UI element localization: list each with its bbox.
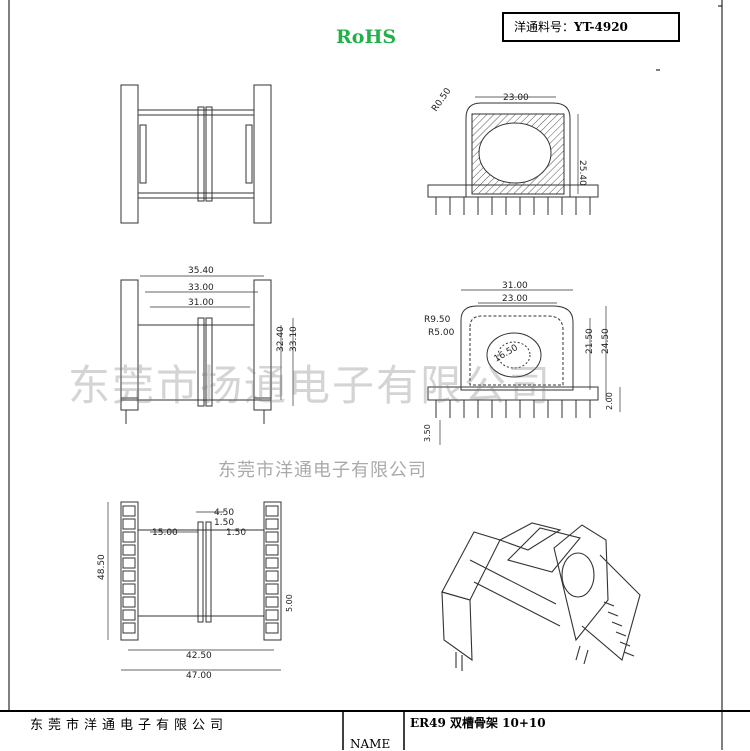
product-title: ER49 双槽骨架 10+10 bbox=[410, 716, 546, 730]
pin-column-right bbox=[265, 505, 279, 634]
part-number-label: 洋通料号： bbox=[514, 20, 575, 34]
pin-row bbox=[435, 197, 591, 215]
view-pins-bottom-left bbox=[107, 501, 282, 671]
dim-21-50: 21.50 bbox=[585, 328, 595, 354]
pin-column-left bbox=[122, 505, 136, 634]
view-front-top-right bbox=[427, 96, 599, 215]
view-side-top-left bbox=[120, 84, 272, 224]
dim-1-50: 1.50 bbox=[226, 528, 246, 538]
part-number-box: 洋通料号：YT-4920 bbox=[502, 12, 680, 42]
dim-r9-50: R9.50 bbox=[424, 315, 451, 325]
dim-31-00: 31.00 bbox=[188, 298, 214, 308]
dim-5-00: 5.00 bbox=[285, 594, 294, 612]
dim-4-50: 4.50 bbox=[214, 508, 234, 518]
dim-47-00: 47.00 bbox=[186, 671, 212, 681]
dim-32-40: 32.40 bbox=[276, 326, 286, 352]
rohs-mark: RoHS bbox=[336, 26, 397, 48]
dim-3-50: 3.50 bbox=[423, 424, 432, 442]
view-front-middle-right bbox=[427, 289, 621, 445]
dim-25-40: 25.40 bbox=[577, 160, 587, 186]
pin-row bbox=[435, 400, 591, 418]
dim-1-50-top: 1.50 bbox=[214, 518, 234, 528]
dim-24-50: 24.50 bbox=[601, 328, 611, 354]
title-block bbox=[0, 710, 750, 750]
dim-33-10: 33.10 bbox=[289, 326, 299, 352]
dim-r050: R0.50 bbox=[430, 86, 453, 113]
dim-35-40: 35.40 bbox=[188, 266, 214, 276]
dim-23-00-r: 23.00 bbox=[502, 294, 528, 304]
watermark-large: 东莞市扬通电子有限公司 bbox=[68, 361, 553, 410]
name-label: NAME bbox=[350, 737, 391, 751]
dim-15-00: 15.00 bbox=[152, 528, 178, 538]
dim-31-00-r: 31.00 bbox=[502, 281, 528, 291]
pin-row bbox=[575, 601, 635, 665]
view-isometric bbox=[441, 522, 641, 671]
view-side-middle-left bbox=[120, 275, 294, 424]
part-number: YT-4920 bbox=[574, 20, 628, 34]
dim-2-00: 2.00 bbox=[605, 392, 614, 410]
dim-r5-00: R5.00 bbox=[428, 328, 455, 338]
dim-33-00: 33.00 bbox=[188, 283, 214, 293]
watermark-small: 东莞市洋通电子有限公司 bbox=[218, 460, 427, 481]
dim-48-50: 48.50 bbox=[97, 554, 107, 580]
dim-42-50: 42.50 bbox=[186, 651, 212, 661]
dim-23-top: 23.00 bbox=[503, 93, 529, 103]
company-name: 东莞市洋通电子有限公司 bbox=[30, 718, 229, 733]
sheet-border bbox=[8, 0, 723, 712]
